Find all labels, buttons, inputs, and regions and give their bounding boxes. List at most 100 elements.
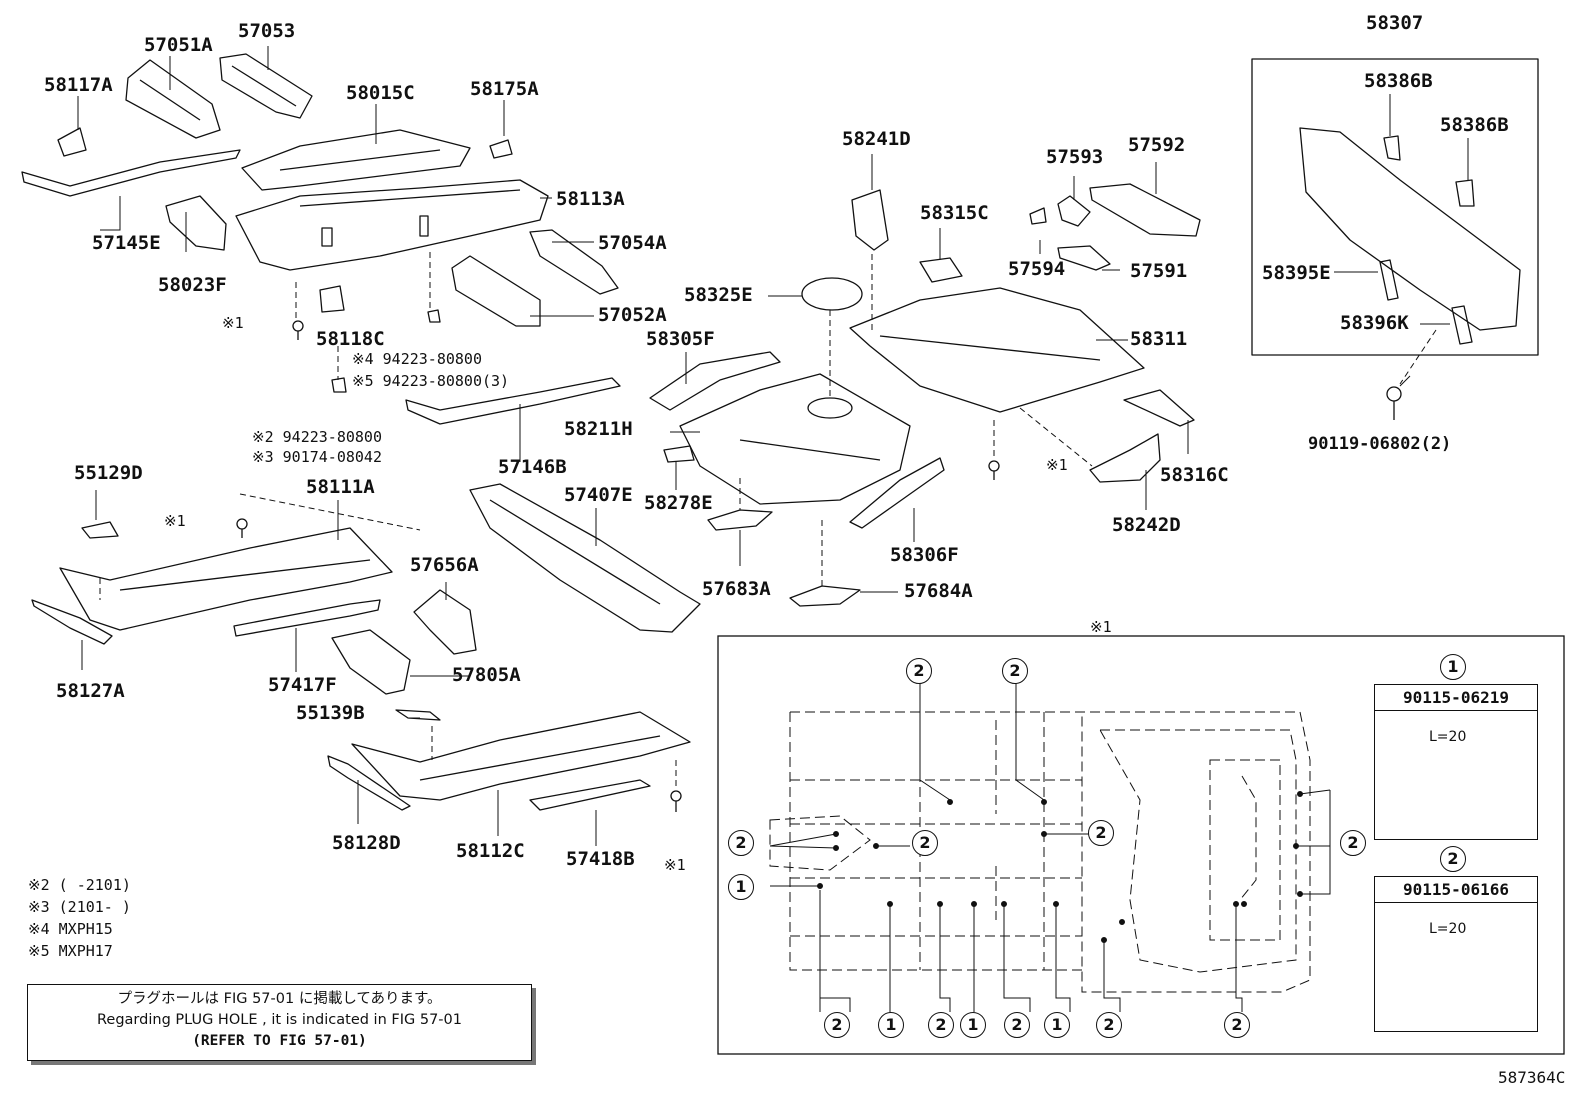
fastener-key-1[interactable]: 90115-06219 L=20 [1374, 684, 1538, 840]
detail-view-title: ※1 [1090, 618, 1112, 636]
part-57407E-shape [469, 483, 701, 633]
bolt-icon [331, 377, 347, 393]
label-58211H[interactable]: 58211H [564, 418, 633, 440]
part-57052A-shape [451, 255, 541, 327]
label-57593[interactable]: 57593 [1046, 146, 1104, 168]
detail-marker: 2 [1096, 1012, 1122, 1038]
label-58325E[interactable]: 58325E [684, 284, 753, 306]
bolt-icon [670, 790, 682, 812]
part-58118C-shape [319, 285, 345, 313]
part-58241D-shape [851, 189, 889, 251]
label-58315C[interactable]: 58315C [920, 202, 989, 224]
part-57145E-shape [21, 149, 241, 197]
label-58128D[interactable]: 58128D [332, 832, 401, 854]
label-57656A[interactable]: 57656A [410, 554, 479, 576]
part-58386B-b-shape [1455, 179, 1475, 207]
label-58015C[interactable]: 58015C [346, 82, 415, 104]
detail-marker-1: 1 [728, 874, 754, 900]
bolt-90119-shape [1386, 386, 1402, 420]
detail-marker: 2 [728, 830, 754, 856]
fastener-symbol-1: 1 [1440, 654, 1466, 680]
label-57146B[interactable]: 57146B [498, 456, 567, 478]
label-55129D[interactable]: 55129D [74, 462, 143, 484]
part-58306F-shape [849, 457, 945, 529]
part-57594-shape [1029, 207, 1047, 225]
part-58316C-shape [1123, 389, 1195, 427]
label-58386B-b[interactable]: 58386B [1440, 114, 1509, 136]
label-57145E[interactable]: 57145E [92, 232, 161, 254]
label-58118C[interactable]: 58118C [316, 328, 385, 350]
label-57407E[interactable]: 57407E [564, 484, 633, 506]
label-58396K[interactable]: 58396K [1340, 312, 1409, 334]
label-58111A[interactable]: 58111A [306, 476, 375, 498]
label-58311[interactable]: 58311 [1130, 328, 1188, 350]
label-58316C[interactable]: 58316C [1160, 464, 1229, 486]
footnote: ※5 MXPH17 [28, 942, 113, 960]
label-58241D[interactable]: 58241D [842, 128, 911, 150]
bolt-icon [292, 320, 304, 340]
detail-outline [769, 711, 1311, 993]
detail-marker: 1 [1044, 1012, 1070, 1038]
reference-line-en: Regarding PLUG HOLE , it is indicated in… [97, 1012, 462, 1029]
label-58242D[interactable]: 58242D [1112, 514, 1181, 536]
bolt-icon [988, 460, 1000, 480]
part-58395E-shape [1379, 259, 1399, 301]
label-58395E[interactable]: 58395E [1262, 262, 1331, 284]
part-58015C-shape [241, 129, 471, 191]
part-58127A-shape [31, 599, 113, 645]
detail-marker: 2 [928, 1012, 954, 1038]
label-57417F[interactable]: 57417F [268, 674, 337, 696]
bolt-note-5[interactable]: ※5 94223-80800(3) [352, 372, 510, 390]
label-55139B[interactable]: 55139B [296, 702, 365, 724]
part-57593-shape [1057, 195, 1091, 227]
footnote: ※2 ( -2101) [28, 876, 131, 894]
label-58023F[interactable]: 58023F [158, 274, 227, 296]
part-58117A-shape [57, 127, 87, 157]
fastener-part-number: 90115-06166 [1375, 877, 1537, 903]
label-58112C[interactable]: 58112C [456, 840, 525, 862]
label-57683A[interactable]: 57683A [702, 578, 771, 600]
label-58278E[interactable]: 58278E [644, 492, 713, 514]
part-55129D-shape [81, 521, 119, 539]
label-57594[interactable]: 57594 [1008, 258, 1066, 280]
part-57805A-shape [331, 629, 411, 695]
label-57053[interactable]: 57053 [238, 20, 296, 42]
label-58127A[interactable]: 58127A [56, 680, 125, 702]
reference-line-jp: プラグホールは FIG 57-01 に掲載してあります。 [117, 991, 442, 1007]
label-57052A[interactable]: 57052A [598, 304, 667, 326]
label-57592[interactable]: 57592 [1128, 134, 1186, 156]
label-57805A[interactable]: 57805A [452, 664, 521, 686]
part-58113A-shape [235, 179, 549, 271]
part-58111A-shape [59, 527, 393, 631]
detail-marker: 2 [824, 1012, 850, 1038]
label-57054A[interactable]: 57054A [598, 232, 667, 254]
label-57684A[interactable]: 57684A [904, 580, 973, 602]
reference-link[interactable]: (REFER TO FIG 57-01) [192, 1033, 367, 1050]
label-58306F[interactable]: 58306F [890, 544, 959, 566]
label-58307[interactable]: 58307 [1366, 12, 1424, 34]
label-90119-06802[interactable]: 90119-06802(2) [1308, 434, 1452, 454]
label-57051A[interactable]: 57051A [144, 34, 213, 56]
bolt-note-4[interactable]: ※4 94223-80800 [352, 350, 482, 368]
detail-frame [717, 635, 1565, 1055]
label-58386B-a[interactable]: 58386B [1364, 70, 1433, 92]
label-58305F[interactable]: 58305F [646, 328, 715, 350]
fastener-key-2[interactable]: 90115-06166 L=20 [1374, 876, 1538, 1032]
part-55139B-shape [395, 709, 441, 721]
part-57683A-shape [707, 509, 773, 531]
label-57418B[interactable]: 57418B [566, 848, 635, 870]
ref-note-1: ※1 [664, 856, 686, 874]
label-58113A[interactable]: 58113A [556, 188, 625, 210]
footnote: ※4 MXPH15 [28, 920, 113, 938]
part-57592-shape [1089, 183, 1201, 237]
label-58175A[interactable]: 58175A [470, 78, 539, 100]
label-58117A[interactable]: 58117A [44, 74, 113, 96]
bolt-note-3[interactable]: ※3 90174-08042 [252, 448, 382, 466]
label-57591[interactable]: 57591 [1130, 260, 1188, 282]
bolt-note-2[interactable]: ※2 94223-80800 [252, 428, 382, 446]
plug-hole-reference-box: プラグホールは FIG 57-01 に掲載してあります。 Regarding P… [27, 984, 532, 1061]
part-58211H-shape [679, 373, 911, 505]
part-58325E-shape [801, 277, 863, 311]
